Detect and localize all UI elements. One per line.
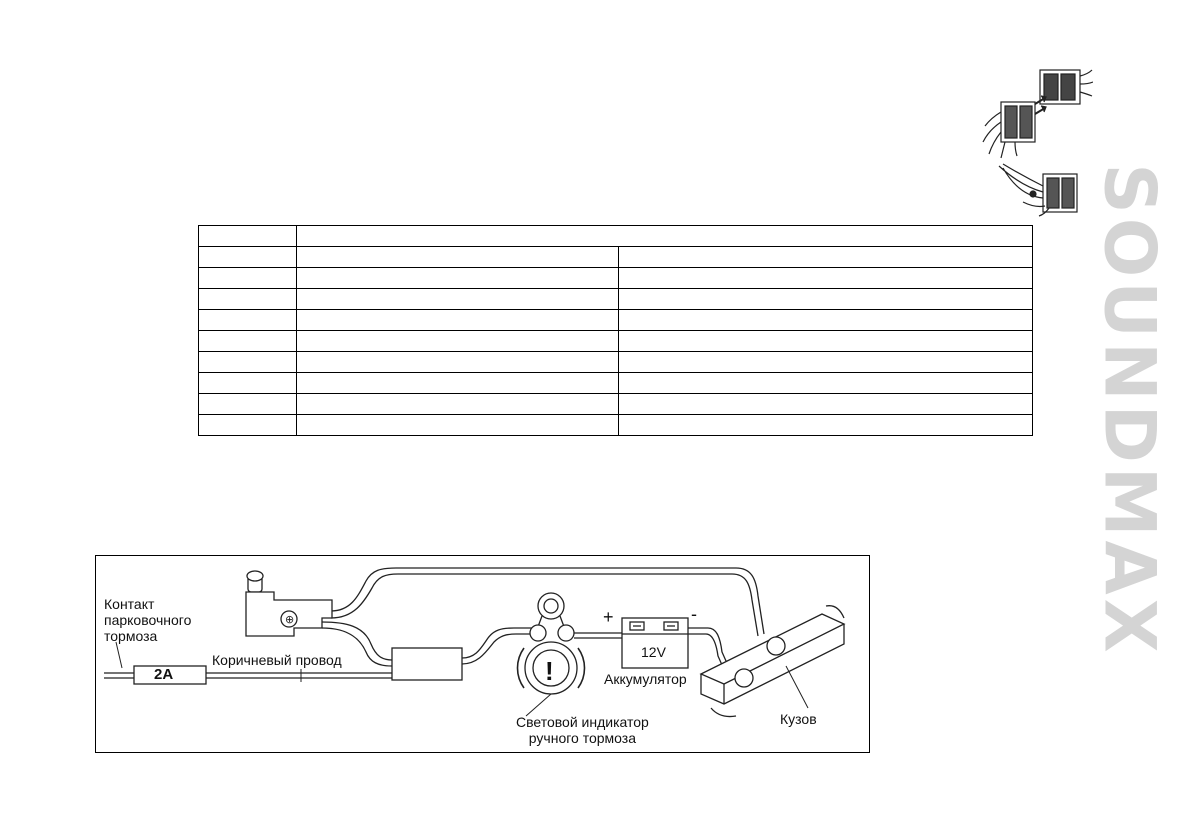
table-cell	[618, 330, 1033, 352]
fuse-label: 2A	[154, 666, 174, 683]
iso-connector-bottom-icon	[998, 163, 1078, 217]
module-to-indicator-wire	[461, 627, 536, 659]
table-cell	[198, 225, 297, 247]
brand-logo: SOUNDMAX	[1089, 60, 1172, 760]
switch-wire-a	[321, 621, 393, 661]
module-to-indicator-wire-inner	[461, 633, 536, 665]
table-cell	[198, 288, 297, 310]
table-cell	[618, 393, 1033, 415]
table-cell	[296, 414, 619, 436]
table-cell	[198, 393, 297, 415]
fuse-lead-wire	[104, 672, 134, 679]
parking-brake-switch-icon: ⊕	[245, 570, 333, 637]
table-cell	[296, 393, 619, 415]
brown-wire	[206, 672, 392, 679]
table-cell	[296, 351, 619, 373]
table-cell	[198, 414, 297, 436]
parking-brake-wiring-diagram: ⊕	[95, 555, 870, 753]
table-cell	[296, 267, 619, 289]
table-cell	[296, 225, 1033, 247]
table-cell	[618, 288, 1033, 310]
pointer-indicator	[525, 693, 552, 717]
plus-terminal-label: +	[603, 607, 614, 627]
table-row	[198, 267, 1033, 289]
table-cell	[198, 330, 297, 352]
table-cell	[618, 309, 1033, 331]
table-row	[198, 372, 1033, 394]
table-cell	[618, 267, 1033, 289]
battery-icon	[621, 617, 689, 669]
pointer-body	[785, 665, 809, 709]
warning-symbol: !	[545, 656, 554, 686]
table-row	[198, 330, 1033, 352]
wire-module-box	[391, 647, 463, 681]
indicator-lamp-icon	[516, 592, 586, 695]
table-cell	[198, 246, 297, 268]
upper-wire	[330, 567, 765, 635]
brown-wire-label: Коричневый провод	[212, 652, 342, 668]
table-row	[198, 309, 1033, 331]
table-cell	[198, 267, 297, 289]
minus-terminal-label: -	[691, 604, 697, 624]
table-row	[198, 225, 1033, 247]
table-cell	[296, 309, 619, 331]
battery-to-body-wire	[688, 627, 731, 675]
table-cell	[198, 351, 297, 373]
pointer-parking-contact	[115, 641, 123, 669]
table-row	[198, 351, 1033, 373]
battery-label: Аккумулятор	[604, 671, 687, 687]
brand-logo-text: SOUNDMAX	[1089, 163, 1172, 657]
battery-voltage-label: 12V	[641, 644, 666, 660]
table-row	[198, 288, 1033, 310]
fuse-box	[133, 665, 207, 685]
table-cell	[296, 288, 619, 310]
table-cell	[198, 309, 297, 331]
wiring-drawing: ⊕	[104, 567, 846, 718]
table-cell	[618, 246, 1033, 268]
upper-wire-inner	[330, 573, 759, 637]
parking-contact-label: Контакт парковочного тормоза	[104, 596, 192, 644]
table-cell	[296, 372, 619, 394]
connector-illustration	[982, 69, 1093, 217]
switch-wire-b	[321, 627, 393, 667]
table-cell	[296, 330, 619, 352]
table-cell	[618, 351, 1033, 373]
body-chassis-icon	[699, 605, 846, 718]
indicator-to-battery-wire	[574, 632, 626, 639]
table-row	[198, 414, 1033, 436]
table-cell	[296, 246, 619, 268]
pin-assignment-table	[198, 225, 1033, 436]
svg-text:⊕: ⊕	[285, 613, 294, 626]
iso-connector-top-icon	[982, 69, 1093, 159]
table-cell	[618, 414, 1033, 436]
table-row	[198, 246, 1033, 268]
indicator-label: Световой индикатор ручного тормоза	[516, 714, 649, 746]
table-cell	[618, 372, 1033, 394]
table-cell	[198, 372, 297, 394]
table-row	[198, 393, 1033, 415]
body-label: Кузов	[780, 711, 817, 727]
